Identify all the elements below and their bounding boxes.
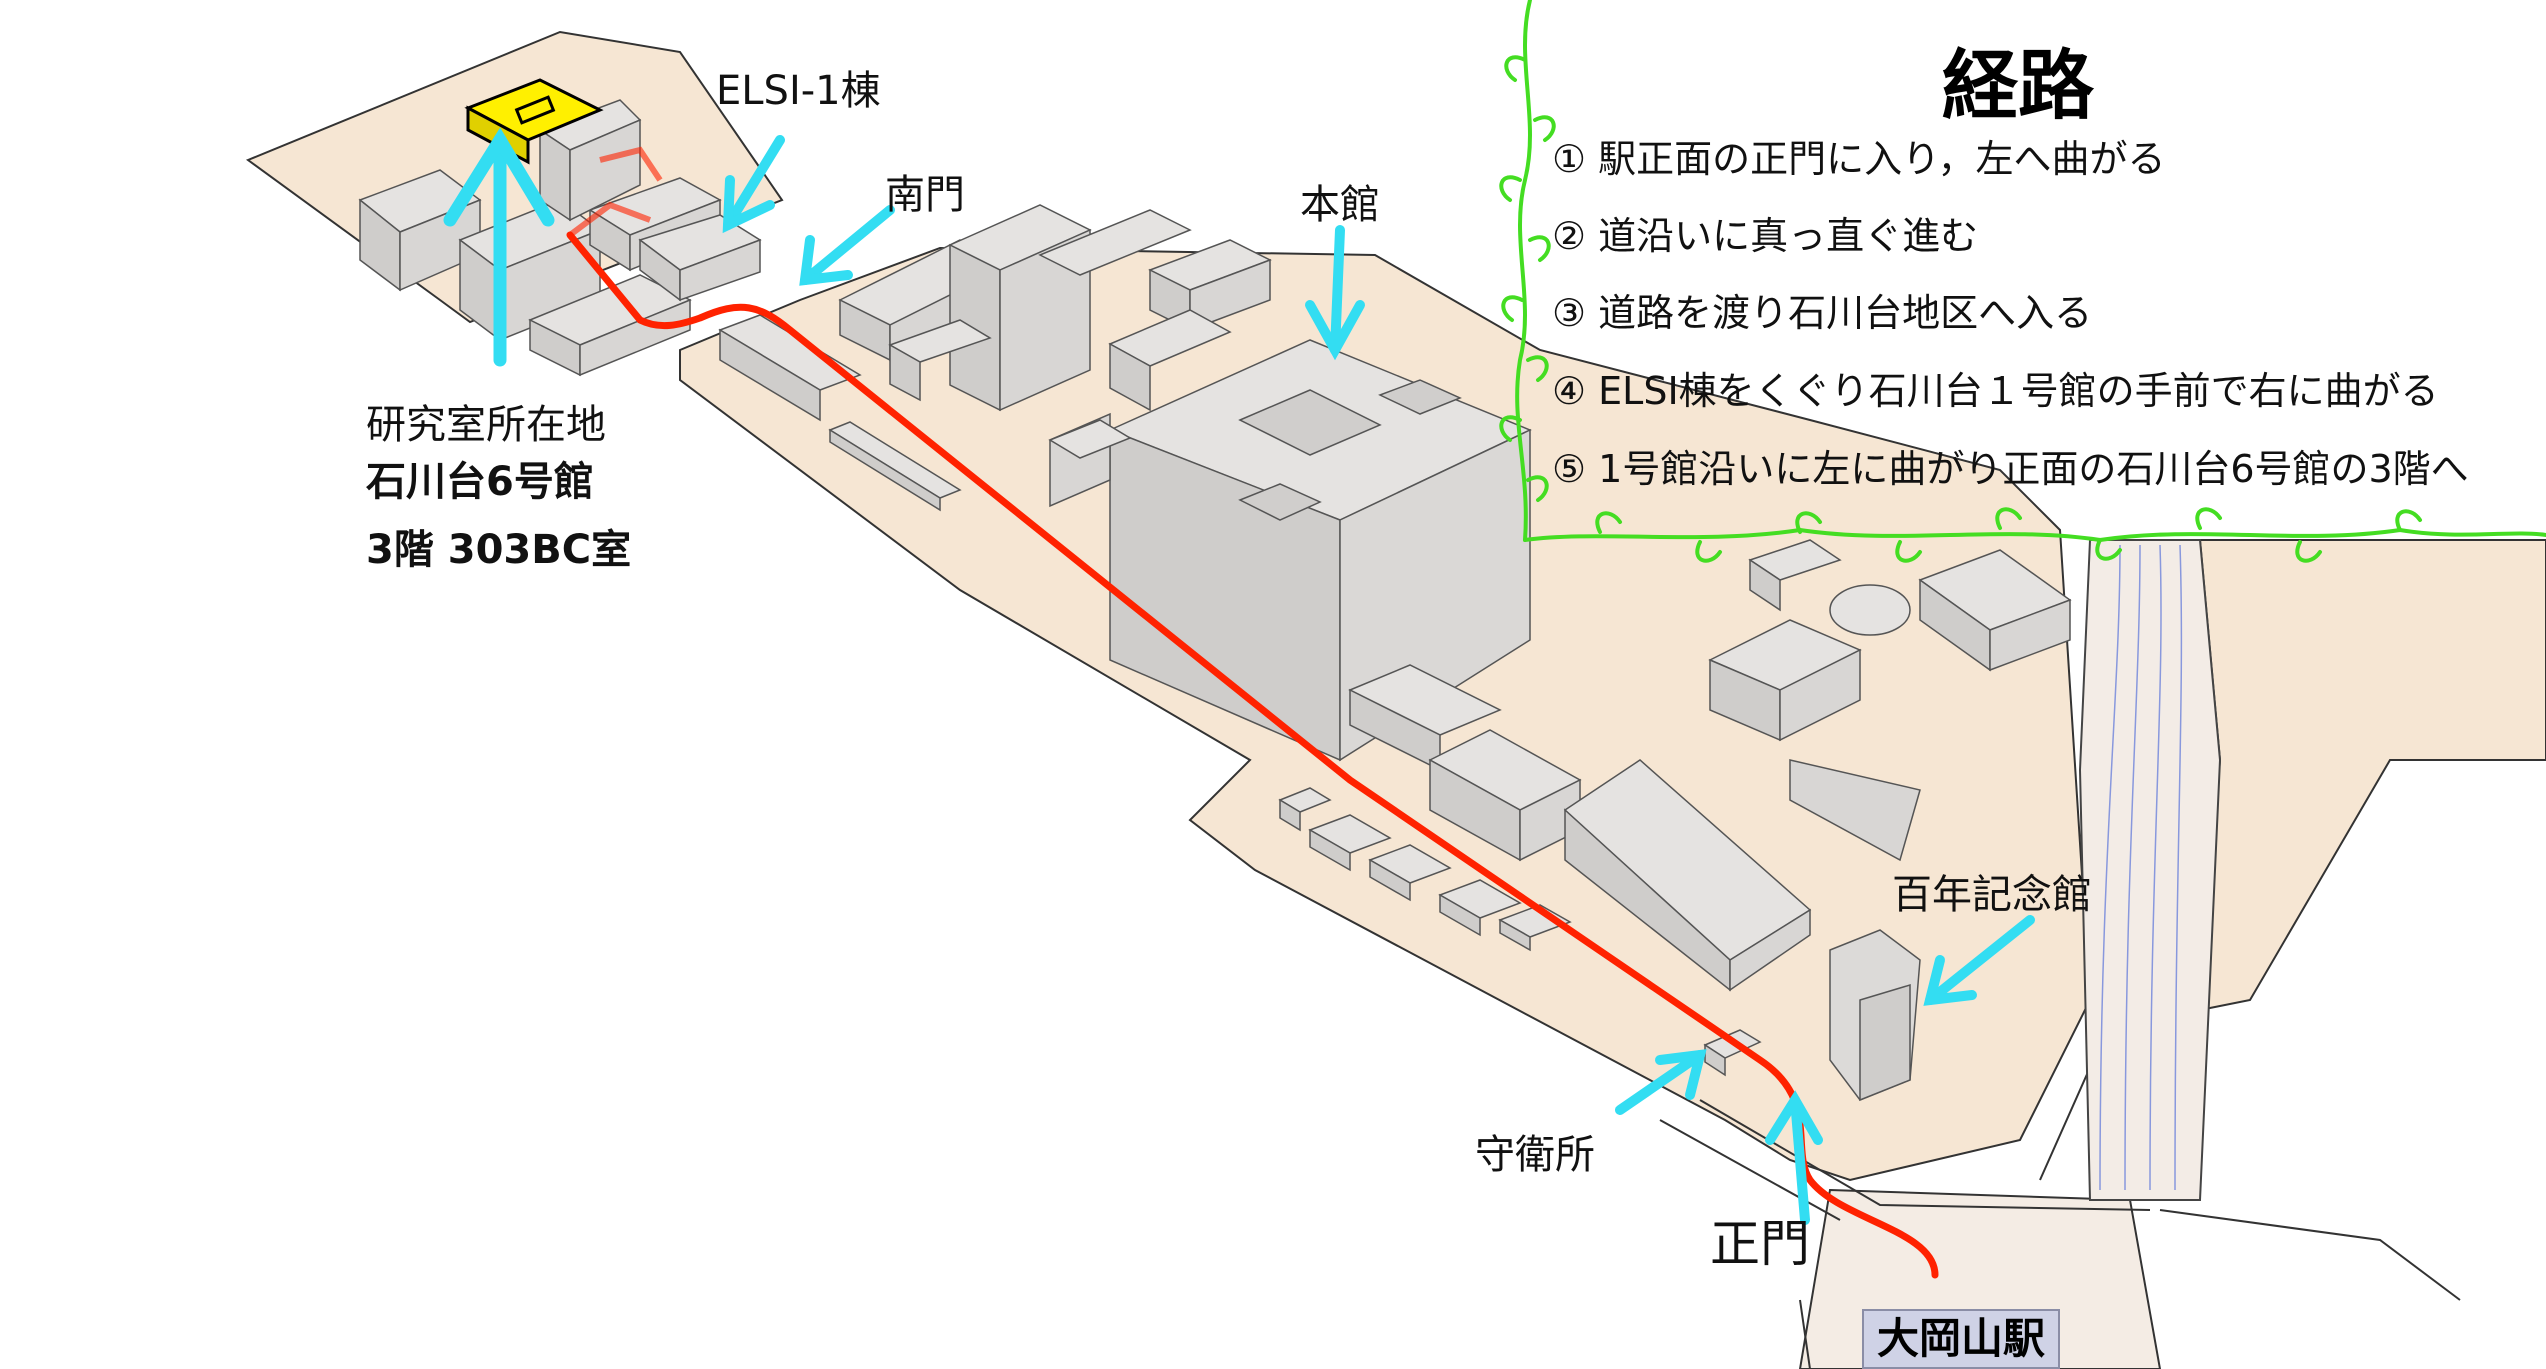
route-inside-building — [568, 146, 663, 238]
main-hall-courtyard — [1378, 379, 1462, 415]
ishikawadai-6-mark — [514, 95, 556, 125]
building — [1309, 828, 1351, 872]
building — [1989, 598, 2071, 672]
building — [1789, 759, 1921, 862]
building — [1729, 908, 1811, 992]
route-line — [566, 231, 1939, 1279]
elsi-arrow — [722, 135, 785, 234]
south-gate-arrow — [799, 205, 895, 286]
campus-ground-east — [2198, 539, 2546, 1012]
building — [1038, 209, 1192, 276]
main-gate-arrow — [1765, 1090, 1823, 1225]
building — [829, 428, 941, 512]
building — [1779, 648, 1861, 742]
south-gate-label: 南門 — [885, 172, 965, 218]
building — [579, 298, 691, 377]
main-hall-courtyard — [1238, 483, 1322, 521]
building — [719, 328, 821, 422]
main-gate-label: 正門 — [1710, 1215, 1810, 1273]
building — [1439, 893, 1481, 937]
route-step-2: ② 道沿いに真っ直ぐ進む — [1552, 214, 1979, 258]
building — [1499, 918, 1531, 952]
building — [1048, 419, 1132, 459]
lab-location-label: 研究室所在地 — [366, 402, 606, 448]
guard-house-label: 守衛所 — [1475, 1132, 1595, 1178]
round-building — [1829, 584, 1911, 636]
vine-border — [1499, 0, 2546, 563]
building — [889, 343, 921, 402]
centennial-hall-arrow — [1923, 915, 2035, 1006]
building — [1749, 558, 1781, 612]
station-label: 大岡山駅 — [1862, 1309, 2060, 1369]
building — [1279, 798, 1301, 832]
lab-room-label: 3階 303BC室 — [366, 527, 632, 573]
rail-lines — [2099, 544, 2183, 1191]
route-title: 経路 — [1942, 41, 2094, 130]
elsi-label: ELSI-1棟 — [716, 68, 881, 114]
guard-house-arrow — [1615, 1049, 1707, 1115]
centennial-hall-label: 百年記念館 — [1892, 872, 2092, 918]
building — [1369, 858, 1411, 902]
lab-arrow — [443, 127, 555, 367]
building — [569, 118, 641, 222]
building — [999, 228, 1091, 412]
centennial-hall-side — [1859, 983, 1911, 1102]
main-hall-courtyard — [1238, 389, 1382, 456]
route-step-4: ④ ELSI棟をくぐり石川台１号館の手前で右に曲がる — [1552, 369, 2439, 413]
route-step-3: ③ 道路を渡り石川台地区へ入る — [1552, 291, 2093, 335]
route-step-1: ① 駅正面の正門に入り，左へ曲がる — [1552, 137, 2166, 181]
main-hall-label: 本館 — [1300, 182, 1380, 228]
main-hall-arrow — [1305, 225, 1365, 361]
lab-building-label: 石川台6号館 — [366, 459, 594, 505]
guard-house-side — [1704, 1043, 1726, 1077]
building — [1109, 342, 1151, 412]
route-step-5: ⑤ 1号館沿いに左に曲がり正面の石川台6号館の3階へ — [1552, 447, 2469, 491]
building — [679, 238, 761, 302]
